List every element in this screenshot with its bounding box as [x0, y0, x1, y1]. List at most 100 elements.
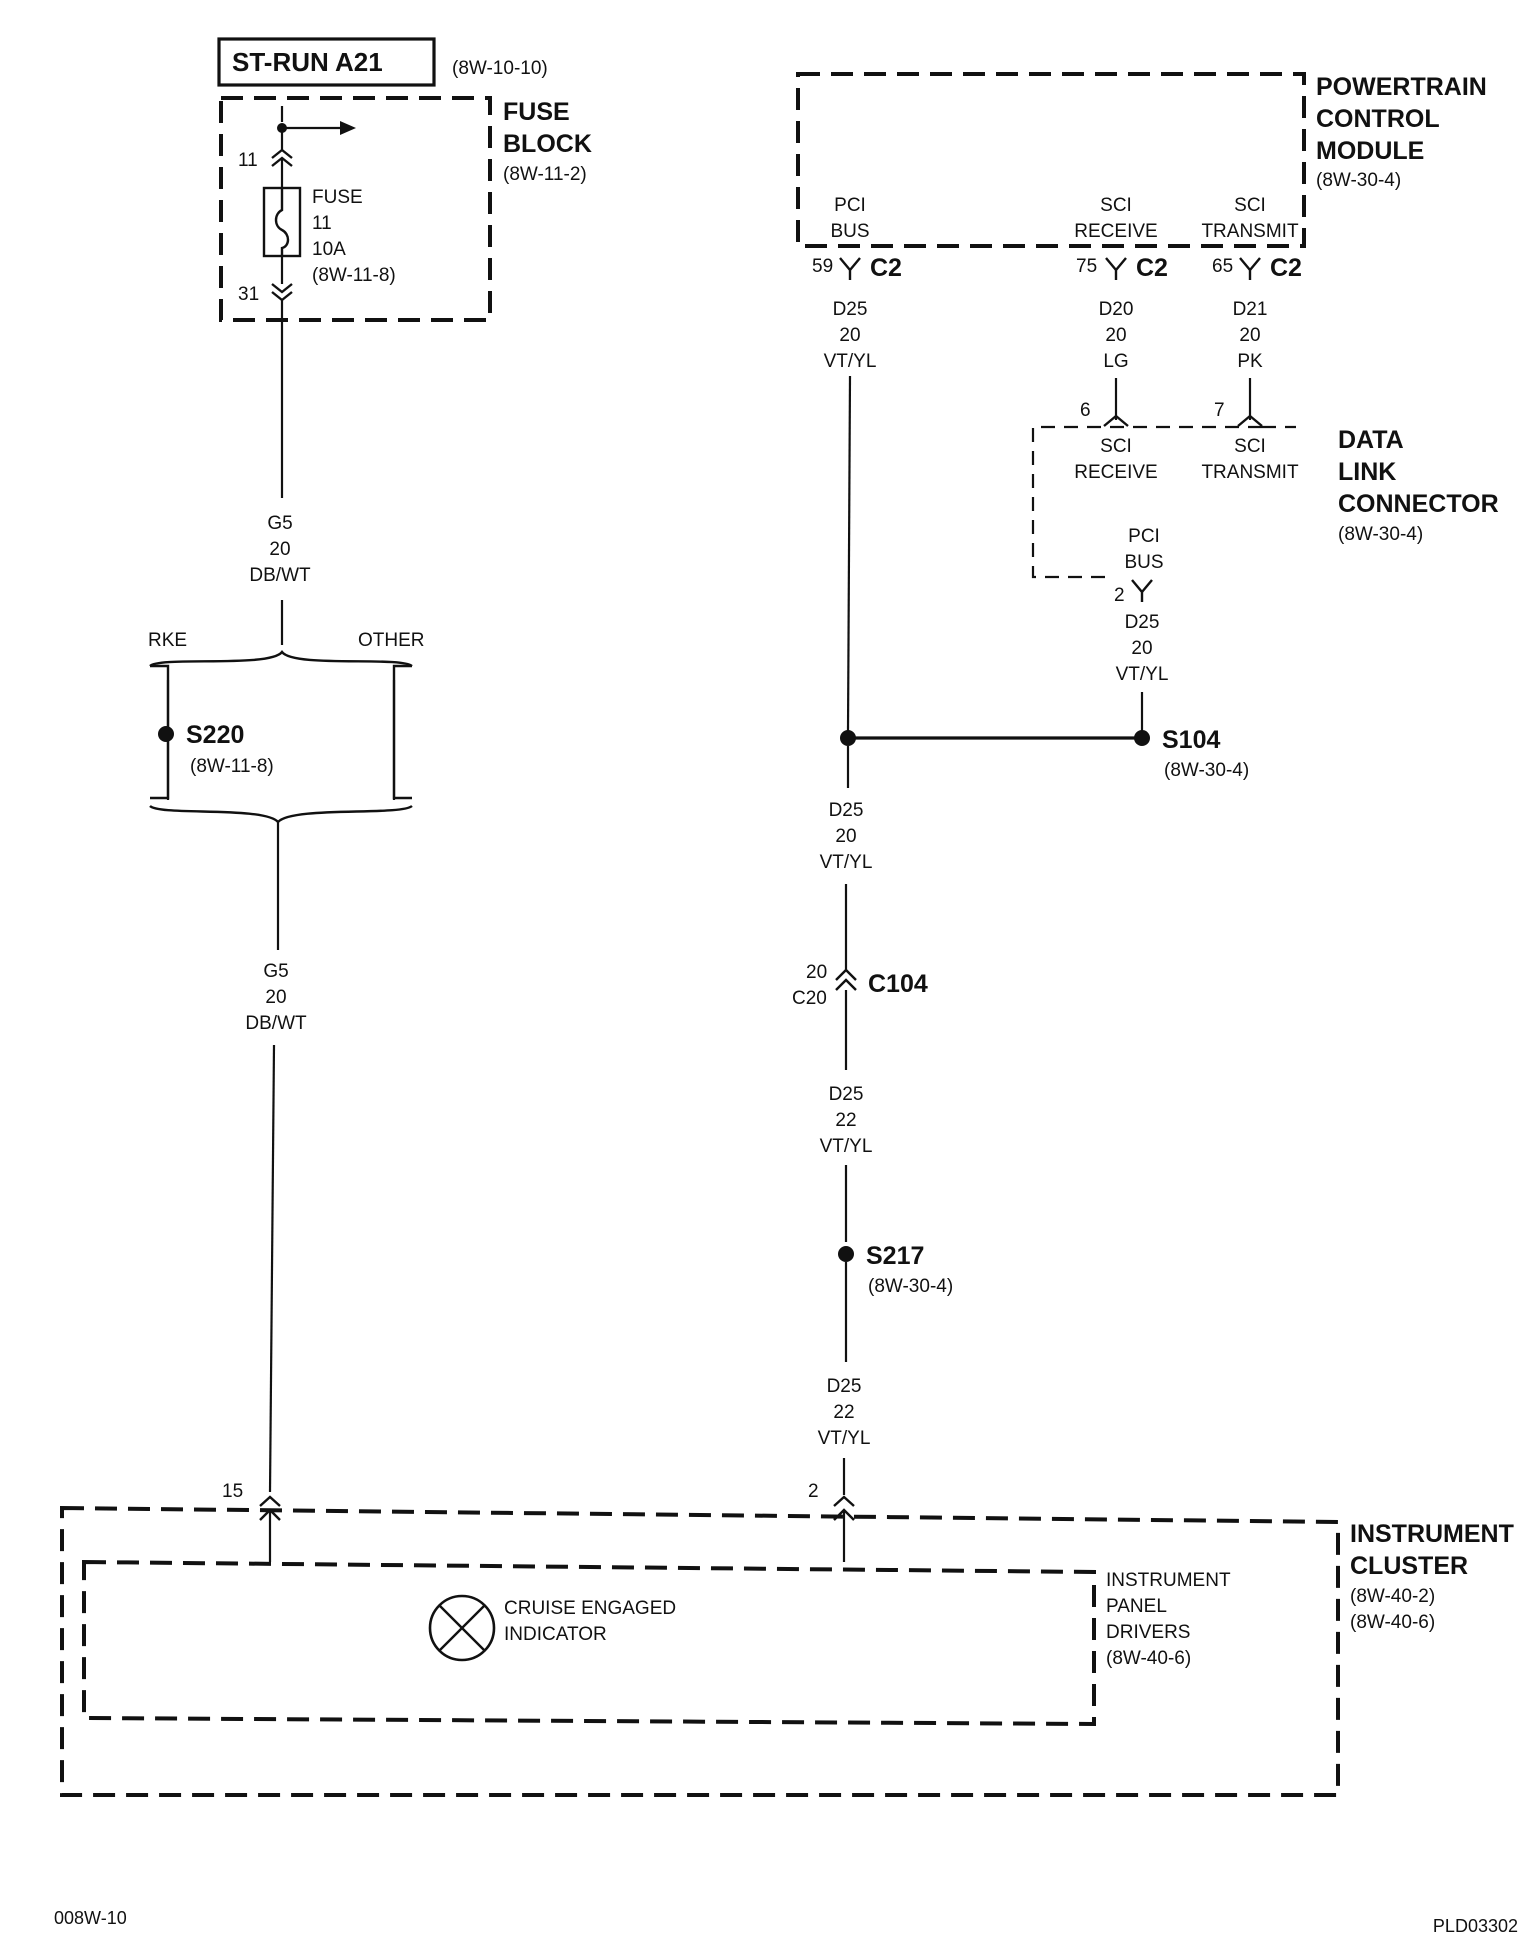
d21-1: D21	[1233, 299, 1268, 320]
d25-low-2: 22	[833, 1402, 854, 1423]
dlc-sci-transmit-2: TRANSMIT	[1201, 462, 1299, 483]
pcm-name-1: POWERTRAIN	[1316, 73, 1487, 101]
fuse-rating: 10A	[312, 239, 346, 260]
c104-label: C104	[868, 970, 928, 998]
fuse-block-outline	[219, 96, 492, 322]
d25-pcm-2: 20	[839, 325, 860, 346]
dlc-sci-transmit-1: SCI	[1234, 436, 1266, 457]
drivers-label-3: DRIVERS	[1106, 1622, 1190, 1643]
pcm-sci-receive-1: SCI	[1100, 195, 1132, 216]
fuse-label: FUSE	[312, 187, 363, 208]
g5-top-2: 20	[269, 539, 290, 560]
pcm-sci-transmit-2: TRANSMIT	[1201, 221, 1299, 242]
pcm-sci-transmit-1: SCI	[1234, 195, 1266, 216]
fuse-ref: (8W-11-8)	[312, 265, 396, 286]
d25-mid-2: 20	[835, 826, 856, 847]
d25-wire-pcm	[846, 375, 852, 732]
st-run-title: ST-RUN A21	[232, 47, 383, 77]
pcm-pin-59: 59	[812, 256, 833, 277]
pcm-pin75-connector	[1105, 257, 1127, 280]
cluster-outline	[60, 1505, 1340, 1797]
d20-1: D20	[1099, 299, 1134, 320]
g5-low-2: 20	[265, 987, 286, 1008]
fuse-bottom-connector	[271, 283, 293, 302]
pcm-pin-75: 75	[1076, 256, 1097, 277]
dlc-pin7-connector	[1237, 414, 1263, 427]
d25-mid-1: D25	[829, 800, 864, 821]
pcm-c2-b: C2	[1136, 254, 1168, 282]
d20-2: 20	[1105, 325, 1126, 346]
s220-bottom-brace	[149, 804, 413, 824]
s104-splice-dot	[1134, 730, 1150, 746]
drivers-ref: (8W-40-6)	[1106, 1648, 1191, 1669]
cluster-pin2-connector	[833, 1495, 855, 1507]
pcm-pci-bus-2: BUS	[830, 221, 869, 242]
dlc-pin2-connector	[1131, 579, 1153, 602]
dlc-pin-2: 2	[1114, 585, 1125, 606]
indicator-label-2: INDICATOR	[504, 1624, 607, 1645]
d25-dlc-3: VT/YL	[1116, 664, 1169, 685]
g5-top-1: G5	[267, 513, 292, 534]
d25-dlc-2: 20	[1131, 638, 1152, 659]
s220-right-bracket	[392, 664, 412, 800]
dlc-pci-bus-1: PCI	[1128, 526, 1160, 547]
fuse-number: 11	[312, 213, 332, 234]
g5-low-3: DB/WT	[245, 1013, 307, 1034]
rke-label: RKE	[148, 630, 187, 651]
pcm-pin-65: 65	[1212, 256, 1233, 277]
s217-splice-dot	[838, 1246, 854, 1262]
drivers-label-1: INSTRUMENT	[1106, 1570, 1231, 1591]
g5-low-1: G5	[263, 961, 288, 982]
d25-pcm-3: VT/YL	[824, 351, 877, 372]
dlc-outline	[1031, 425, 1296, 579]
s220-splice-dot	[158, 726, 174, 742]
c104-pin-b: C20	[792, 988, 827, 1009]
drivers-outline	[82, 1559, 1096, 1727]
cruise-indicator-lamp-icon	[428, 1594, 496, 1662]
c104-pin-a: 20	[806, 962, 827, 983]
cluster-pin-2: 2	[808, 1481, 819, 1502]
fuse-feed-arrow	[340, 121, 356, 135]
footer-right-code: PLD03302	[1433, 1916, 1518, 1936]
drivers-label-2: PANEL	[1106, 1596, 1167, 1617]
pcm-c2-c: C2	[1270, 254, 1302, 282]
cluster-ref-2: (8W-40-6)	[1350, 1612, 1435, 1633]
indicator-label-1: CRUISE ENGAGED	[504, 1598, 676, 1619]
d25-low-3: VT/YL	[818, 1428, 871, 1449]
fuse-pin-top: 11	[238, 150, 258, 171]
cluster-ref-1: (8W-40-2)	[1350, 1586, 1435, 1607]
d21-2: 20	[1239, 325, 1260, 346]
other-label: OTHER	[358, 630, 425, 651]
g5-top-3: DB/WT	[249, 565, 311, 586]
fuse-block-ref: (8W-11-2)	[503, 164, 587, 185]
dlc-sci-receive-1: SCI	[1100, 436, 1132, 457]
dlc-name-3: CONNECTOR	[1338, 490, 1499, 518]
cluster-pin15-connector	[259, 1495, 281, 1507]
d25-c104-2: 22	[835, 1110, 856, 1131]
d21-3: PK	[1237, 351, 1263, 372]
s104-label: S104	[1162, 726, 1220, 754]
fuse-block-name-2: BLOCK	[503, 130, 592, 158]
footer-left-code: 008W-10	[54, 1908, 127, 1928]
s220-ref: (8W-11-8)	[190, 756, 274, 777]
dlc-pci-bus-2: BUS	[1124, 552, 1163, 573]
d25-dlc-1: D25	[1125, 612, 1160, 633]
pcm-name-3: MODULE	[1316, 137, 1424, 165]
pcm-sci-receive-2: RECEIVE	[1074, 221, 1157, 242]
fuse-pin-bottom: 31	[238, 284, 259, 305]
dlc-name-2: LINK	[1338, 458, 1396, 486]
st-run-ref: (8W-10-10)	[452, 58, 548, 79]
pcm-ref: (8W-30-4)	[1316, 170, 1401, 191]
pcm-c2-a: C2	[870, 254, 902, 282]
pcm-pin65-connector	[1239, 257, 1261, 280]
st-run-box	[217, 37, 436, 87]
cluster-name-2: CLUSTER	[1350, 1552, 1468, 1580]
d25-c104-1: D25	[829, 1084, 864, 1105]
cluster-name-1: INSTRUMENT	[1350, 1520, 1514, 1548]
pcm-pin59-connector	[839, 257, 861, 280]
dlc-pin-7: 7	[1214, 400, 1225, 421]
dlc-pin6-connector	[1103, 414, 1129, 427]
dlc-name-1: DATA	[1338, 426, 1404, 454]
s220-top-brace	[149, 650, 413, 668]
